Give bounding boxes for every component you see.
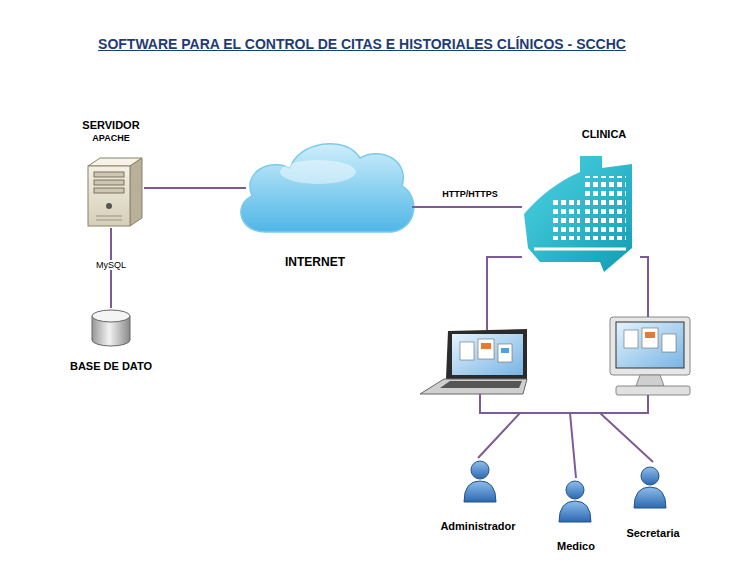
user-node: Medico <box>545 478 607 554</box>
document-image <box>645 332 655 338</box>
document-image <box>481 343 491 349</box>
database-side <box>92 316 93 340</box>
vent-line <box>96 220 122 221</box>
clinic-building <box>524 156 632 272</box>
node-label: Secretaria <box>626 527 679 540</box>
document-image <box>501 348 509 353</box>
document-icon <box>460 342 474 360</box>
network-link <box>144 187 246 189</box>
network-link <box>480 257 576 478</box>
monitor-frame <box>610 317 690 375</box>
user-node: Secretaria <box>615 462 691 541</box>
laptop-screen <box>452 334 523 375</box>
laptop-base <box>420 379 527 394</box>
network-wire <box>600 257 648 413</box>
network-link <box>412 206 522 208</box>
laptop-keyboard <box>440 381 522 388</box>
drive-bay <box>94 188 124 193</box>
clinic-windows <box>552 198 580 240</box>
database-node: BASE DE DATO <box>60 308 162 376</box>
user-head <box>641 467 659 485</box>
link-label: MySQL <box>94 260 128 270</box>
user-node: Administrador <box>432 458 524 534</box>
node-label: CLINICA <box>582 128 627 141</box>
user-head <box>471 461 489 479</box>
cloud-highlight <box>280 160 356 184</box>
node-label: Medico <box>557 540 595 553</box>
node-label: BASE DE DATO <box>70 360 152 373</box>
clinic-band <box>534 248 626 251</box>
document-icon <box>642 328 658 348</box>
internet-node: INTERNET <box>246 140 412 272</box>
document-icon <box>662 334 676 352</box>
server-side <box>130 158 142 226</box>
node-label: INTERNET <box>285 256 345 270</box>
network-link <box>478 257 522 458</box>
monitor-base <box>616 386 690 395</box>
vent-line <box>96 216 122 217</box>
monitor-stand <box>636 375 664 386</box>
monitor-screen <box>616 322 684 368</box>
clinic-windows <box>584 176 626 240</box>
link-label: HTTP/HTTPS <box>440 189 500 199</box>
node-label: SERVIDOR <box>82 119 139 132</box>
drive-bay <box>94 172 124 177</box>
diagram-title: SOFTWARE PARA EL CONTROL DE CITAS E HIST… <box>98 36 626 52</box>
user-head <box>566 481 584 499</box>
user-body <box>634 487 666 508</box>
clinic-node: CLINICA <box>522 124 640 275</box>
document-icon <box>498 344 512 362</box>
document-icon <box>624 330 638 348</box>
node-label: Administrador <box>440 520 515 533</box>
database-top <box>92 310 130 322</box>
user-body <box>464 481 496 502</box>
server-node: SERVIDORAPACHE <box>78 116 144 228</box>
database-side <box>130 316 131 340</box>
network-link <box>480 257 653 462</box>
server-front <box>88 166 130 226</box>
laptop-frame <box>446 329 527 379</box>
drive-bay <box>94 180 124 185</box>
internet-cloud <box>241 144 414 232</box>
document-icon <box>478 339 494 359</box>
node-label: APACHE <box>92 133 129 143</box>
power-button <box>106 203 112 209</box>
user-body <box>559 501 591 522</box>
